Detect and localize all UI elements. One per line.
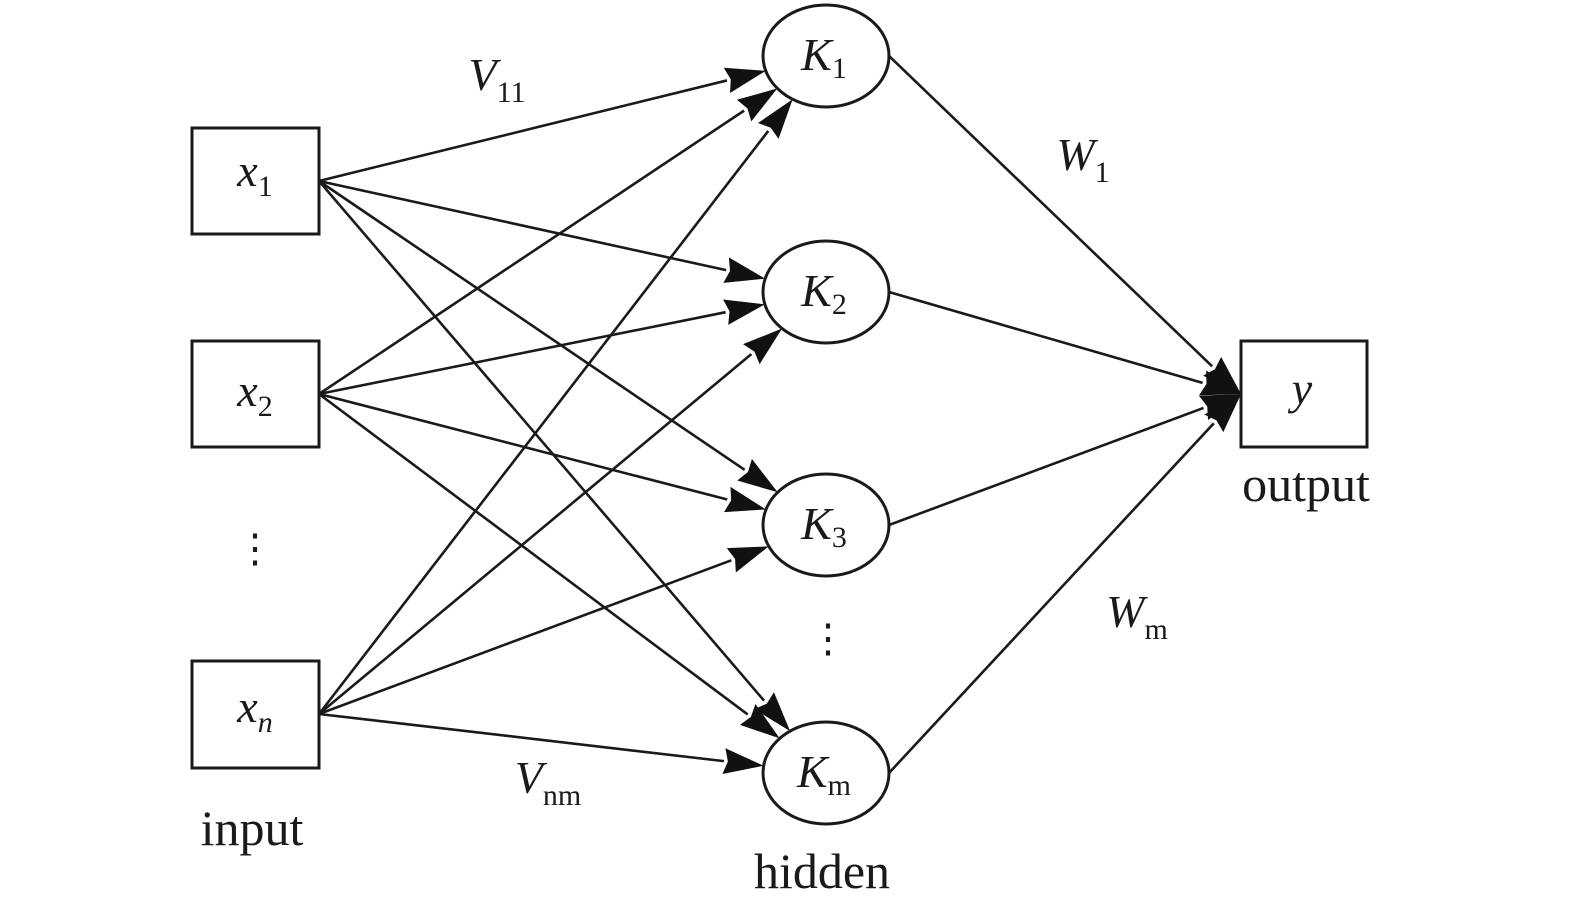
hidden-var: K xyxy=(800,498,834,549)
hidden-node-k2: K2 xyxy=(761,239,891,345)
edge-x2-k3-line xyxy=(318,392,728,501)
output-node-y: y xyxy=(1239,339,1369,449)
input-layer-caption: input xyxy=(201,800,304,856)
edge-x1-k2-line xyxy=(318,179,727,272)
edge-k2-y-line xyxy=(888,290,1203,385)
edge-xn-k3-line xyxy=(318,559,732,716)
input-sub: 2 xyxy=(258,390,273,423)
input-var: x xyxy=(236,365,258,416)
hidden-ellipsis: ⋮ xyxy=(808,616,848,661)
edge-k3-y-line xyxy=(888,406,1204,527)
edge-km-y-arrowhead xyxy=(1204,394,1241,433)
hidden-var: K xyxy=(796,746,830,797)
edge-xn-k3-arrowhead xyxy=(726,546,769,573)
weight-label-vnm: Vnm xyxy=(515,752,581,812)
edge-xn-k1-line xyxy=(317,130,770,715)
edge-xn-k2-line xyxy=(318,353,753,715)
hidden-sub: m xyxy=(828,769,851,802)
weight-label-wm: Wm xyxy=(1106,586,1168,646)
edge-xn-km-arrowhead xyxy=(722,748,764,775)
edge-x1-k3-arrowhead xyxy=(737,459,778,493)
svg-text:xn: xn xyxy=(236,681,272,739)
hidden-var: K xyxy=(800,29,834,80)
svg-text:K3: K3 xyxy=(800,498,847,554)
edge-k2-y-arrowhead xyxy=(1198,370,1241,396)
edge-x2-km-line xyxy=(318,392,749,716)
edge-x2-k1-arrowhead xyxy=(736,88,778,122)
output-layer-caption: output xyxy=(1242,456,1370,512)
hidden-node-k3: K3 xyxy=(761,472,891,578)
weight-label-w1: W1 xyxy=(1056,129,1109,189)
weight-label-v11: V11 xyxy=(469,49,526,109)
arrowhead-layer xyxy=(722,67,1241,775)
edge-x2-k3-arrowhead xyxy=(724,486,766,513)
edge-x2-km-arrowhead xyxy=(739,704,780,739)
input-var: x xyxy=(236,681,258,732)
edge-x1-km-line xyxy=(318,180,766,702)
edge-km-y-line xyxy=(888,422,1215,774)
input-node-x1: x1 xyxy=(190,126,321,236)
edge-xn-k1-arrowhead xyxy=(757,99,793,139)
edge-k1-y-line xyxy=(888,55,1214,368)
svg-text:Km: Km xyxy=(796,746,851,802)
input-sub: 1 xyxy=(258,170,273,203)
svg-text:K1: K1 xyxy=(800,29,847,85)
edge-x2-k2-arrowhead xyxy=(723,299,765,325)
hidden-sub: 2 xyxy=(832,288,847,321)
hidden-node-km: Km xyxy=(761,720,891,826)
hidden-sub: 1 xyxy=(832,52,847,85)
output-var: y xyxy=(1288,363,1313,414)
svg-text:x2: x2 xyxy=(236,365,272,423)
input-var: x xyxy=(236,145,258,196)
edge-xn-km-line xyxy=(318,712,725,763)
edge-x1-k2-arrowhead xyxy=(723,257,766,283)
input-ellipsis: ⋮ xyxy=(235,526,275,571)
edge-x1-k1-arrowhead xyxy=(723,67,766,94)
edge-xn-k2-arrowhead xyxy=(743,328,783,365)
input-node-x2: x2 xyxy=(190,339,321,449)
hidden-layer-caption: hidden xyxy=(754,843,890,899)
edge-x1-km-arrowhead xyxy=(754,692,791,732)
edge-x1-k1-line xyxy=(318,79,728,183)
input-sub: n xyxy=(258,706,273,739)
edge-x2-k1-line xyxy=(318,109,745,396)
svg-text:K2: K2 xyxy=(800,265,847,321)
svg-text:x1: x1 xyxy=(236,145,272,203)
svg-text:y: y xyxy=(1288,363,1313,414)
connection-layer xyxy=(317,55,1215,774)
edge-x2-k2-line xyxy=(318,310,726,396)
hidden-var: K xyxy=(800,265,834,316)
edge-x1-k3-line xyxy=(318,179,746,471)
hidden-node-k1: K1 xyxy=(761,3,891,109)
input-node-xn: xn xyxy=(190,659,321,770)
hidden-sub: 3 xyxy=(832,521,847,554)
edge-k1-y-arrowhead xyxy=(1203,356,1241,394)
